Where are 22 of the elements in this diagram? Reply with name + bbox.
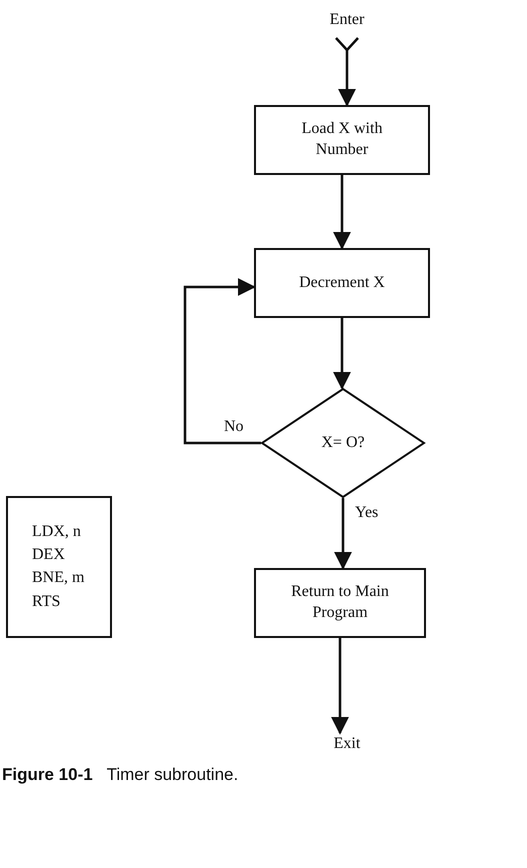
node-label: Load X with Number — [300, 119, 384, 160]
decision-diamond — [261, 388, 425, 498]
figure-caption: Figure 10-1 Timer subroutine. — [2, 765, 238, 785]
arrow — [338, 50, 356, 107]
node-label: Exit — [334, 734, 360, 754]
node-label: Return to Main Program — [290, 582, 390, 623]
process-box — [254, 568, 426, 638]
code-line: DEX — [32, 545, 65, 566]
arrow — [334, 498, 352, 570]
node-label: Decrement X — [299, 272, 385, 293]
arrow — [333, 175, 351, 250]
arrow — [333, 318, 351, 390]
node-label: Enter — [330, 10, 364, 30]
arrow — [331, 638, 349, 735]
code-box — [6, 496, 112, 638]
code-line: LDX, n — [32, 522, 81, 542]
code-line: BNE, m — [32, 568, 84, 588]
code-line: RTS — [32, 592, 60, 612]
arrow — [184, 278, 261, 444]
process-box — [254, 248, 430, 318]
process-box — [254, 105, 430, 175]
node-label: X= O? — [321, 432, 365, 453]
